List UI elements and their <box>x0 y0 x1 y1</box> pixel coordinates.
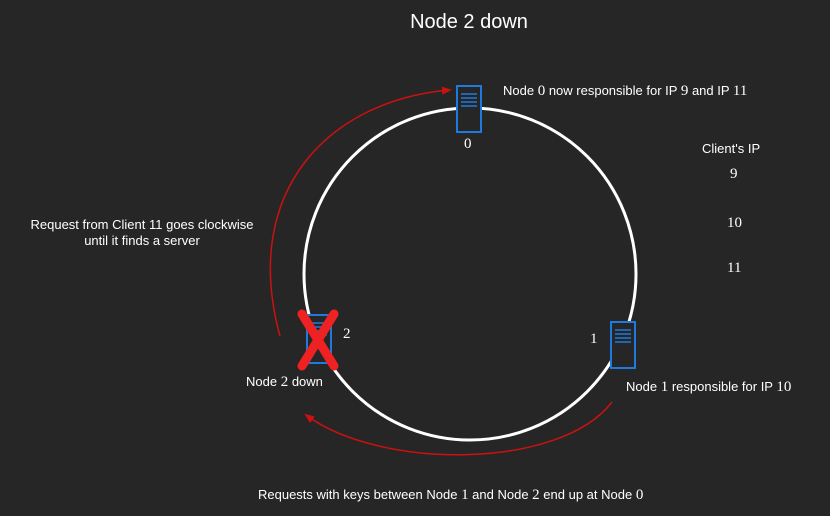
hash-ring <box>302 106 638 442</box>
node-2-text-after: down <box>288 374 323 389</box>
node-2-label: 2 <box>343 326 351 342</box>
request-annotation: Request from Client 11 goes clockwise un… <box>8 217 276 249</box>
node-0-text-before: Node <box>503 83 538 98</box>
node-0-text-and: and IP <box>688 83 733 98</box>
node-0-text-mid: now responsible for IP <box>545 83 681 98</box>
client-ip-9: 9 <box>730 166 738 182</box>
keys-text-2: and Node <box>468 487 533 502</box>
keys-annotation: Requests with keys between Node 1 and No… <box>258 487 643 503</box>
node-0-label: 0 <box>464 136 472 152</box>
node-0-ip-11: 11 <box>732 83 748 99</box>
key-range-arrow <box>304 401 613 456</box>
node-1-label: 1 <box>590 331 598 347</box>
node-2-num: 2 <box>280 374 289 390</box>
keys-text-1: Requests with keys between Node <box>258 487 462 502</box>
client-ip-10: 10 <box>727 215 742 231</box>
node-1-text-mid: responsible for IP <box>668 379 777 394</box>
node-2-text-before: Node <box>246 374 281 389</box>
keys-node-1: 1 <box>461 487 469 503</box>
clockwise-request-arrow <box>269 86 452 337</box>
client-ip-11: 11 <box>727 260 742 276</box>
node-down-cross-icon <box>297 309 339 371</box>
client-ip-header: Client's IP <box>702 141 761 156</box>
node-1-text-before: Node <box>626 379 661 394</box>
node-0-annotation: Node 0 now responsible for IP 9 and IP 1… <box>503 83 747 99</box>
node-1-server-icon <box>610 321 636 369</box>
node-2-annotation: Node 2 down <box>246 374 323 390</box>
node-1-ip-10: 10 <box>776 379 792 395</box>
keys-node-2: 2 <box>532 487 540 503</box>
keys-node-0: 0 <box>635 487 644 503</box>
node-0-ip-9: 9 <box>680 83 689 99</box>
keys-text-3: end up at Node <box>539 487 636 502</box>
request-annotation-line-2: until it finds a server <box>84 233 200 248</box>
node-1-annotation: Node 1 responsible for IP 10 <box>626 379 791 395</box>
diagram-title: Node 2 down <box>410 11 528 33</box>
node-0-num: 0 <box>537 83 546 99</box>
node-0-server-icon <box>456 85 482 133</box>
node-1-num: 1 <box>660 379 669 395</box>
request-annotation-line-1: Request from Client 11 goes clockwise <box>30 217 254 232</box>
